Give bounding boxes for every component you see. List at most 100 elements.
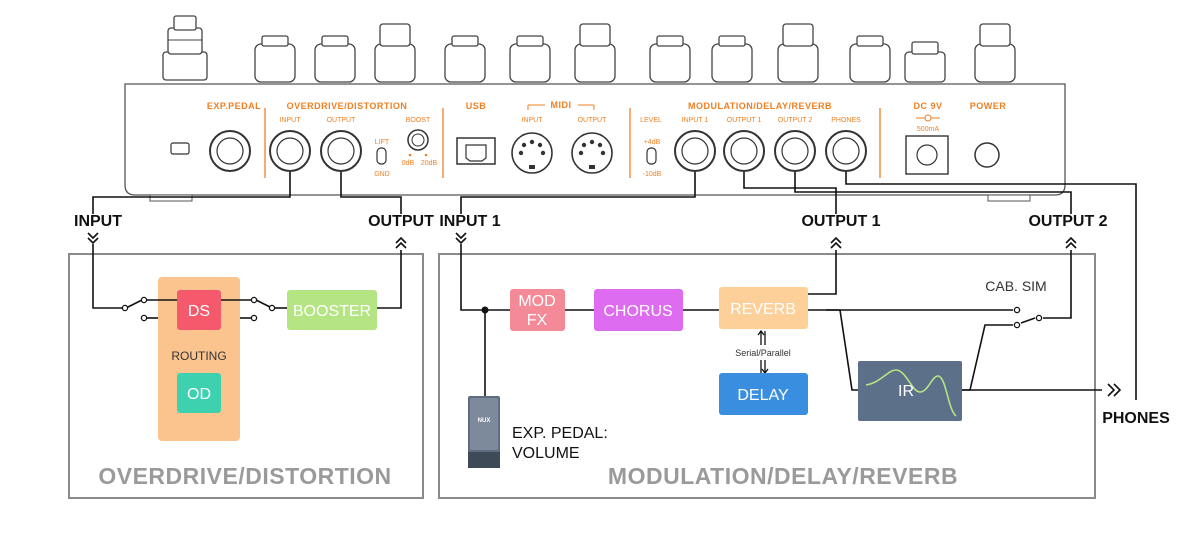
chorus-label: CHORUS: [603, 303, 672, 320]
midi-input-port-icon: [511, 132, 553, 174]
output-arrow-icon: [395, 236, 407, 249]
mod-output2-jack-icon: [774, 130, 816, 172]
panel-boost-label: BOOST: [406, 117, 431, 124]
serial-parallel-label: Serial/Parallel: [735, 348, 791, 358]
od-group-frame: [68, 253, 424, 499]
panel-od-section-label: OVERDRIVE/DISTORTION: [287, 101, 408, 111]
knob-row-icons: [254, 23, 1016, 83]
ds-label: DS: [188, 303, 210, 320]
exp-pedal-jack-icon: [209, 130, 251, 172]
mod-fx-label-1: MOD: [518, 293, 555, 310]
dc-polarity-icon: [916, 114, 940, 122]
panel-od-input-label: INPUT: [280, 117, 302, 124]
input-arrow-icon: [87, 232, 99, 245]
mod-group: MODULATION/DELAY/REVERB CAB. SIM NUX EXP…: [438, 244, 1102, 499]
knob-icon: [444, 35, 486, 83]
panel-midi-input-label: INPUT: [522, 117, 544, 124]
knob-icon: [849, 35, 891, 83]
boost-knob-icon: [407, 129, 429, 151]
knob-icon: [777, 23, 819, 83]
panel-level-plus-label: +4dB: [644, 139, 661, 146]
route-output2-label: OUTPUT 2: [1028, 213, 1107, 230]
panel-mod-section-label: MODULATION/DELAY/REVERB: [688, 101, 832, 111]
rear-panel: EXP.PEDAL OVERDRIVE/DISTORTION INPUT OUT…: [124, 83, 1066, 202]
mod-group-frame: [438, 253, 1096, 499]
knob-icon: [509, 35, 551, 83]
panel-mod-input1-label: INPUT 1: [682, 117, 709, 124]
panel-dc-ma-label: 500mA: [917, 126, 940, 133]
od-group-title: OVERDRIVE/DISTORTION: [98, 463, 391, 489]
input1-arrow-icon: [455, 232, 467, 245]
level-switch-icon: [646, 147, 657, 165]
dc-jack-icon: [905, 135, 949, 175]
mod-fx-block: [510, 289, 565, 331]
od-label: OD: [187, 386, 211, 403]
route-output1-label: OUTPUT 1: [801, 213, 880, 230]
exp-pedal-label-1: EXP. PEDAL:: [512, 425, 608, 442]
knob-icon: [904, 41, 946, 83]
panel-dc-label: DC 9V: [913, 101, 942, 111]
panel-mod-output2-label: OUTPUT 2: [778, 117, 813, 124]
ir-curve-icon: [865, 369, 957, 417]
panel-power-label: POWER: [970, 101, 1007, 111]
panel-boost-0db-label: 0dB: [402, 160, 415, 167]
route-input1-label: INPUT 1: [439, 213, 500, 230]
knob-icon: [254, 35, 296, 83]
panel-level-label: LEVEL: [640, 117, 662, 124]
knob-icon: [374, 23, 416, 83]
output2-arrow-icon: [1065, 236, 1077, 249]
panel-midi-label: MIDI: [551, 100, 572, 110]
panel-lift-label: LIFT: [375, 139, 390, 146]
phones-arrow-icon: [1107, 383, 1122, 397]
panel-usb-label: USB: [466, 101, 487, 111]
reverb-label: REVERB: [730, 301, 796, 318]
exp-pedal-label-2: VOLUME: [512, 445, 580, 462]
output1-arrow-icon: [830, 236, 842, 249]
usb-port-icon: [456, 137, 496, 165]
midi-output-port-icon: [571, 132, 613, 174]
knob-icon: [314, 35, 356, 83]
panel-od-output-label: OUTPUT: [327, 117, 357, 124]
booster-block: [287, 290, 377, 330]
knob-icon: [649, 35, 691, 83]
mod-output1-jack-icon: [723, 130, 765, 172]
knob-icon: [711, 35, 753, 83]
od-group: OVERDRIVE/DISTORTION DS ROUTING OD BOOST…: [68, 244, 424, 499]
chorus-block: [594, 289, 683, 331]
phones-jack-icon: [825, 130, 867, 172]
mod-input1-jack-icon: [674, 130, 716, 172]
delay-block: [719, 373, 808, 415]
panel-level-minus-label: -10dB: [643, 171, 662, 178]
route-phones-label: PHONES: [1102, 410, 1170, 427]
panel-boost-20db-label: 20dB: [421, 160, 438, 167]
delay-label: DELAY: [737, 387, 789, 404]
mod-group-title: MODULATION/DELAY/REVERB: [608, 463, 958, 489]
pedal-logo: NUX: [478, 418, 491, 424]
booster-label: BOOSTER: [293, 303, 371, 320]
od-output-jack-icon: [320, 130, 362, 172]
power-switch-icon: [974, 142, 1000, 168]
route-input-label: INPUT: [74, 213, 122, 230]
serial-parallel-arrow-icon: [757, 329, 769, 375]
reverb-block: [719, 287, 808, 329]
knob-icon: [974, 23, 1016, 83]
panel-exp-pedal-label: EXP.PEDAL: [207, 101, 261, 111]
routing-label: ROUTING: [171, 349, 226, 363]
od-input-jack-icon: [269, 130, 311, 172]
route-output-label: OUTPUT: [368, 213, 434, 230]
knob-icon: [574, 23, 616, 83]
lift-gnd-switch-icon: [376, 147, 387, 165]
pedal-top-hardware: [162, 15, 1016, 83]
panel-cables: [92, 172, 1137, 400]
cab-sim-label: CAB. SIM: [985, 278, 1046, 294]
mod-fx-label-2: FX: [527, 312, 548, 329]
od-block: [177, 373, 221, 413]
footswitch-icon: [162, 15, 208, 81]
panel-phones-label: PHONES: [831, 117, 861, 124]
ir-label: IR: [898, 383, 914, 400]
panel-gnd-label: GND: [374, 171, 390, 178]
panel-midi-output-label: OUTPUT: [578, 117, 608, 124]
indicator-slot-icon: [170, 142, 190, 155]
panel-mod-output1-label: OUTPUT 1: [727, 117, 762, 124]
